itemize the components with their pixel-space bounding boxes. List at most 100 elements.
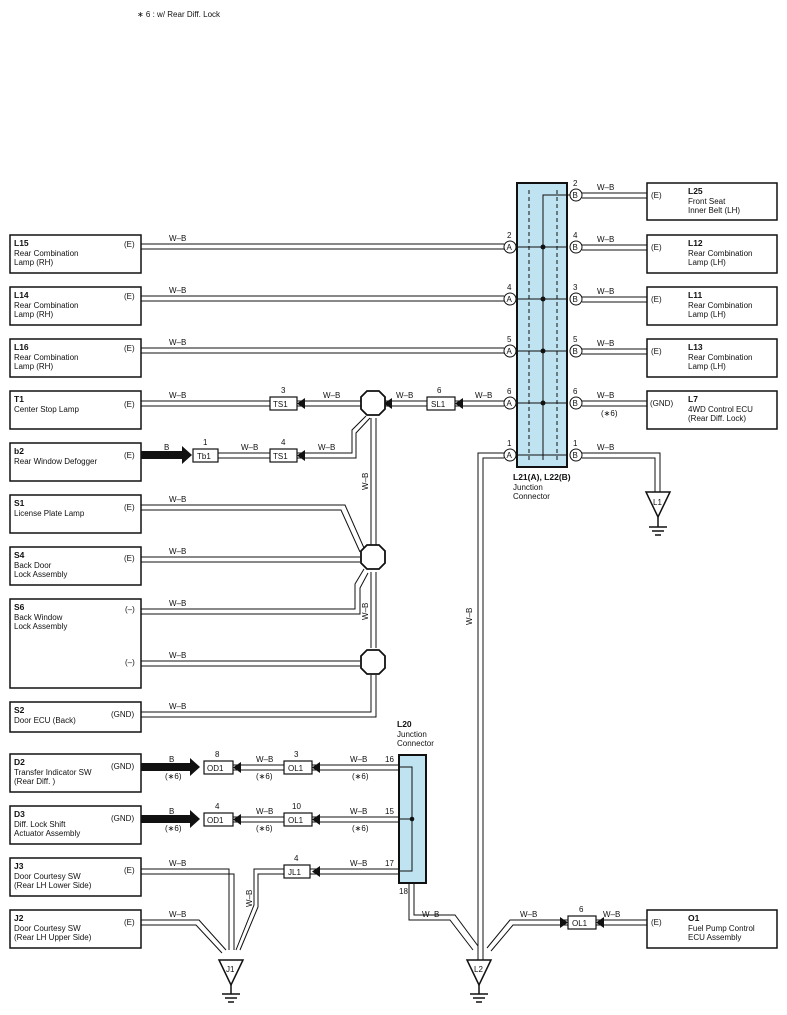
s6-name-2: Lock Assembly xyxy=(14,622,67,631)
svg-text:W–B: W–B xyxy=(422,910,439,919)
svg-text:A: A xyxy=(507,347,513,356)
svg-text:A: A xyxy=(507,399,513,408)
svg-text:W–B: W–B xyxy=(597,287,614,296)
svg-text:(∗6): (∗6) xyxy=(352,772,369,781)
svg-text:W–B: W–B xyxy=(465,608,474,625)
tb1-label: Tb1 xyxy=(197,452,211,461)
component-j3 xyxy=(9,857,142,897)
l7-name-2: (Rear Diff. Lock) xyxy=(688,414,746,423)
b2-id: b2 xyxy=(14,446,24,456)
svg-text:W–B: W–B xyxy=(241,443,258,452)
s1-ground: (E) xyxy=(124,503,135,512)
l16-id: L16 xyxy=(14,342,29,352)
svg-text:B: B xyxy=(573,347,578,356)
t1-name-1: Center Stop Lamp xyxy=(14,405,79,414)
pin-a2: 2 xyxy=(507,231,512,240)
component-d3 xyxy=(9,805,142,845)
s2-ground: (GND) xyxy=(111,710,134,719)
l14-id: L14 xyxy=(14,290,29,300)
j3-name-1: Door Courtesy SW xyxy=(14,872,81,881)
t1-id: T1 xyxy=(14,394,24,404)
s4-id: S4 xyxy=(14,550,25,560)
l25-name-1: Front Seat xyxy=(688,197,726,206)
component-s4 xyxy=(9,546,142,586)
ts1-lower-label: TS1 xyxy=(273,452,288,461)
j2-ground: (E) xyxy=(124,918,135,927)
pin-b6: 6 xyxy=(573,387,578,396)
l13-ground: (E) xyxy=(651,347,662,356)
ts1-lower-pin: 4 xyxy=(281,438,286,447)
component-t1 xyxy=(9,390,142,430)
ground-j1-label: J1 xyxy=(226,965,235,974)
o1-name-1: Fuel Pump Control xyxy=(688,924,755,933)
l12-name-1: Rear Combination xyxy=(688,249,752,258)
legend-note: ∗ 6 : w/ Rear Diff. Lock xyxy=(137,10,221,19)
svg-text:B: B xyxy=(573,295,578,304)
pin-b1: 1 xyxy=(573,439,578,448)
l25-ground: (E) xyxy=(651,191,662,200)
svg-text:W–B: W–B xyxy=(396,391,413,400)
svg-text:W–B: W–B xyxy=(597,391,614,400)
l25-id: L25 xyxy=(688,186,703,196)
tb1-pin: 1 xyxy=(203,438,208,447)
component-l14 xyxy=(9,286,142,326)
svg-text:W–B: W–B xyxy=(169,599,186,608)
l16-ground: (E) xyxy=(124,344,135,353)
svg-text:(∗6): (∗6) xyxy=(601,409,618,418)
d2-name-2: (Rear Diff. ) xyxy=(14,777,56,786)
s2-id: S2 xyxy=(14,705,25,715)
ts1-upper-label: TS1 xyxy=(273,400,288,409)
svg-text:W–B: W–B xyxy=(169,910,186,919)
l7-ground: (GND) xyxy=(650,399,673,408)
s6-id: S6 xyxy=(14,602,25,612)
l11-name-1: Rear Combination xyxy=(688,301,752,310)
o1-ground: (E) xyxy=(651,918,662,927)
svg-text:W–B: W–B xyxy=(169,338,186,347)
l7-name-1: 4WD Control ECU xyxy=(688,405,753,414)
svg-text:W–B: W–B xyxy=(597,339,614,348)
svg-text:W–B: W–B xyxy=(169,702,186,711)
svg-text:W–B: W–B xyxy=(350,755,367,764)
black-wires xyxy=(141,446,200,828)
svg-text:W–B: W–B xyxy=(169,651,186,660)
d2-name-1: Transfer Indicator SW xyxy=(14,768,92,777)
svg-text:W–B: W–B xyxy=(361,603,370,620)
svg-text:W–B: W–B xyxy=(169,391,186,400)
component-s1 xyxy=(9,494,142,534)
s6-ground-2: (–) xyxy=(125,658,135,667)
component-s6 xyxy=(9,598,142,689)
d2-id: D2 xyxy=(14,757,25,767)
j2-name-1: Door Courtesy SW xyxy=(14,924,81,933)
l14-name-2: Lamp (RH) xyxy=(14,310,53,319)
svg-text:W–B: W–B xyxy=(169,859,186,868)
ground-l2-label: L2 xyxy=(474,965,483,974)
ol1-upper-label: OL1 xyxy=(288,764,304,773)
svg-text:B: B xyxy=(573,243,578,252)
svg-text:B: B xyxy=(573,451,578,460)
d3-id: D3 xyxy=(14,809,25,819)
pin-a1: 1 xyxy=(507,439,512,448)
b2-ground: (E) xyxy=(124,451,135,460)
od1-upper-pin: 8 xyxy=(215,750,220,759)
l11-ground: (E) xyxy=(651,295,662,304)
j3-id: J3 xyxy=(14,861,24,871)
junction-connector-l21-l22 xyxy=(516,182,576,468)
l20-line2: Connector xyxy=(397,739,434,748)
svg-text:W–B: W–B xyxy=(256,755,273,764)
t1-ground: (E) xyxy=(124,400,135,409)
l12-name-2: Lamp (LH) xyxy=(688,258,726,267)
s1-name-1: License Plate Lamp xyxy=(14,509,85,518)
wire-color-labels: W–B W–B W–B W–B W–B W–B W–B W–B W–B B W–… xyxy=(164,183,620,919)
svg-text:W–B: W–B xyxy=(169,286,186,295)
pin-b2: 2 xyxy=(573,179,578,188)
l11-id: L11 xyxy=(688,290,702,300)
svg-text:(∗6): (∗6) xyxy=(256,824,273,833)
svg-text:W–B: W–B xyxy=(245,890,254,907)
sl1-pin: 6 xyxy=(437,386,442,395)
l20-pin-15: 15 xyxy=(385,807,394,816)
l25-name-2: Inner Belt (LH) xyxy=(688,206,740,215)
l21-line1: Junction xyxy=(513,483,543,492)
arrowheads xyxy=(210,398,604,928)
d3-name-2: Actuator Assembly xyxy=(14,829,80,838)
ground-symbols xyxy=(217,491,672,1003)
